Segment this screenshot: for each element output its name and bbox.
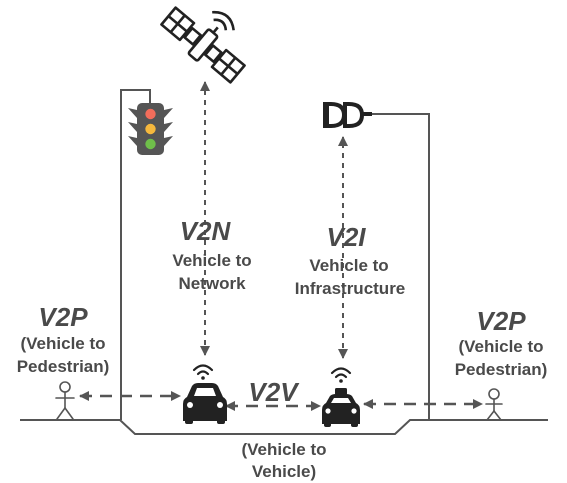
road-ground-line [20, 419, 548, 435]
wifi-icon [330, 367, 352, 383]
v2i-desc-line2: Infrastructure [295, 279, 406, 298]
roadside-unit-pole [362, 113, 430, 420]
taxi-icon [322, 388, 360, 427]
v2i-desc-line1: Vehicle to [309, 256, 388, 275]
v2p-left-desc-line1: (Vehicle to [20, 334, 105, 353]
car-icon [183, 383, 227, 424]
v2n-abbr: V2N [180, 216, 232, 246]
v2p-right-abbr: V2P [476, 306, 526, 336]
pedestrian-icon [485, 388, 503, 421]
roadside-unit-icon [323, 102, 372, 128]
v2v-abbr: V2V [248, 377, 300, 407]
satellite-icon [160, 6, 246, 84]
v2p-left-abbr: V2P [38, 302, 88, 332]
v2p-left-desc-line2: Pedestrian) [17, 357, 110, 376]
v2n-desc-line1: Vehicle to [172, 251, 251, 270]
v2p-right-desc-line2: Pedestrian) [455, 360, 548, 379]
pedestrian-icon [55, 381, 75, 420]
v2v-desc-line2: Vehicle) [252, 462, 316, 481]
traffic-light-pole [120, 89, 151, 420]
v2n-desc-line2: Network [178, 274, 246, 293]
v2v-desc-line1: (Vehicle to [241, 440, 326, 459]
v2p-right-desc-line1: (Vehicle to [458, 337, 543, 356]
v2i-abbr: V2I [326, 222, 366, 252]
traffic-light-icon [128, 103, 173, 155]
wifi-icon [192, 364, 214, 380]
